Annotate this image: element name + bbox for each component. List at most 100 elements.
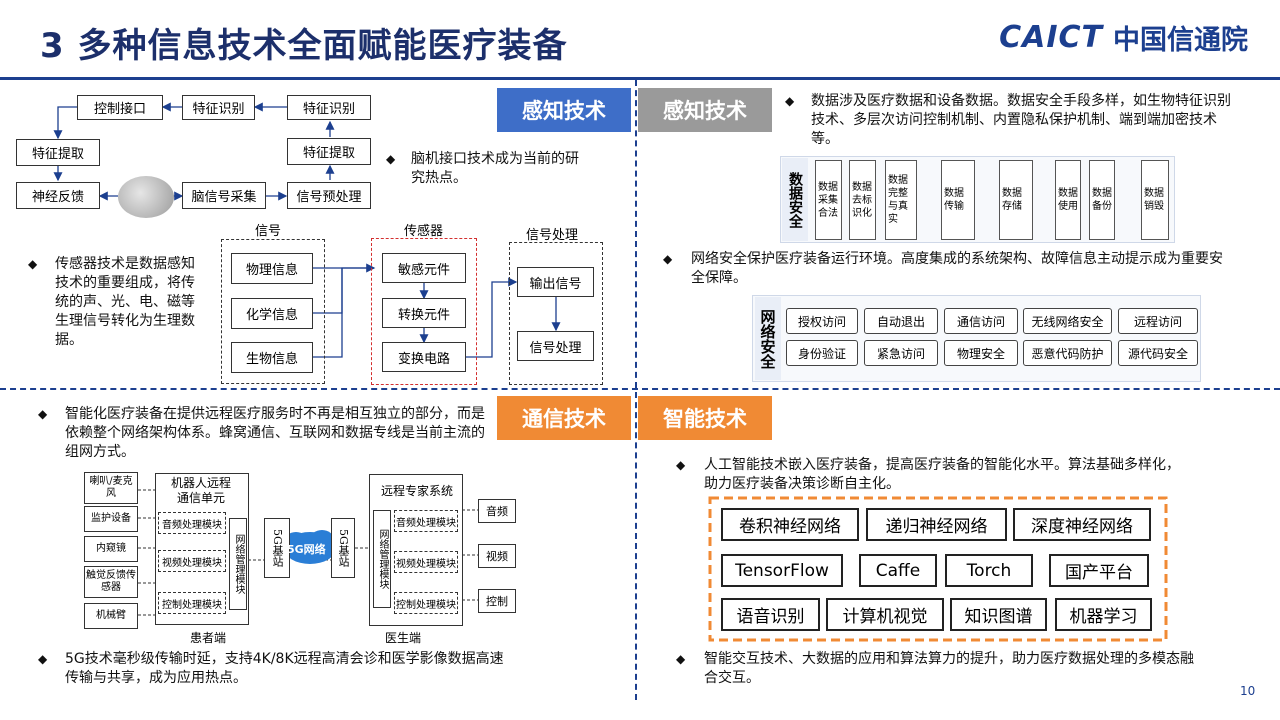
ai-note-top: 人工智能技术嵌入医疗装备，提高医疗装备的智能化水平。算法基础多样化，助力医疗装备… — [704, 457, 1180, 492]
device-box: 机械臂 — [84, 603, 138, 629]
net-security-note: 网络安全保护医疗装备运行环境。高度集成的系统架构、故障信息主动提示成为重要安全保… — [691, 251, 1223, 286]
bci-brain-signal: 脑信号采集 — [182, 182, 266, 209]
module-right: 控制处理模块 — [394, 592, 458, 614]
process-header: 信号处理 — [526, 228, 579, 243]
sensor-physical: 物理信息 — [231, 253, 313, 284]
bullet-icon: ◆ — [676, 652, 686, 666]
page-title: 3 多种信息技术全面赋能医疗装备 — [40, 26, 568, 66]
tag-sensing-gray: 感知技术 — [638, 88, 772, 132]
data-step: 数据存储 — [999, 160, 1033, 240]
comm-bullet-bottom: ◆ 5G技术毫秒级传输时延，支持4K/8K远程高清会诊和医学影像数据高速传输与共… — [38, 650, 513, 686]
data-step: 数据采集合法 — [815, 160, 842, 240]
device-box: 内窥镜 — [84, 536, 138, 562]
comm-bullet-top: ◆ 智能化医疗装备在提供远程医疗服务时不再是相互独立的部分，而是依赖整个网络架构… — [38, 405, 493, 460]
bci-bullet: ◆ 脑机接口技术成为当前的研究热点。 — [386, 150, 586, 186]
net-item: 身份验证 — [786, 340, 858, 366]
module-right: 视频处理模块 — [394, 551, 458, 573]
ai-torch: Torch — [945, 554, 1033, 587]
sensor-sensitive: 敏感元件 — [382, 253, 466, 283]
brain-icon — [118, 176, 174, 218]
bci-feature-recog-1: 特征识别 — [182, 95, 255, 120]
expert-title: 远程专家系统 — [380, 484, 453, 498]
net-item: 无线网络安全 — [1023, 308, 1112, 334]
bullet-icon: ◆ — [28, 257, 38, 271]
output-box: 音频 — [478, 499, 516, 523]
module-right: 音频处理模块 — [394, 510, 458, 532]
robot-title: 机器人远程通信单元 — [170, 476, 231, 505]
signal-group — [221, 239, 325, 384]
bullet-icon: ◆ — [38, 652, 48, 666]
logo-cn: 中国信通院 — [1113, 25, 1248, 56]
bci-feature-extract-right: 特征提取 — [287, 138, 371, 165]
net-mgmt-right: 网络管理模块 — [373, 510, 391, 608]
process-group — [509, 242, 603, 385]
net-item: 远程访问 — [1118, 308, 1198, 334]
base-station-left: 5G基站 — [264, 518, 290, 578]
cloud-label: 5G网络 — [287, 543, 326, 556]
ai-domestic: 国产平台 — [1049, 554, 1149, 587]
net-item: 授权访问 — [786, 308, 858, 334]
data-step: 数据去标识化 — [849, 160, 876, 240]
module-left: 音频处理模块 — [158, 512, 226, 534]
output-box: 视频 — [478, 544, 516, 568]
ai-note-bottom: 智能交互技术、大数据的应用和算法算力的提升，助力医疗数据处理的多模态融合交互。 — [704, 651, 1194, 686]
vertical-divider — [635, 80, 637, 700]
ai-bullet-top: ◆ 人工智能技术嵌入医疗装备，提高医疗装备的智能化水平。算法基础多样化，助力医疗… — [676, 456, 1196, 492]
net-item: 通信访问 — [944, 308, 1018, 334]
sensor-biological: 生物信息 — [231, 342, 313, 373]
net-item: 自动退出 — [864, 308, 938, 334]
bci-preprocess: 信号预处理 — [287, 182, 371, 209]
logo-en: CAICT — [999, 20, 1103, 55]
expert-system — [369, 474, 463, 626]
page-number: 10 — [1240, 684, 1256, 698]
output-box: 控制 — [478, 589, 516, 613]
sensor-header: 传感器 — [404, 224, 444, 239]
device-box: 触觉反馈传感器 — [84, 566, 138, 598]
module-left: 视频处理模块 — [158, 550, 226, 572]
comm-note-bottom: 5G技术毫秒级传输时延，支持4K/8K远程高清会诊和医学影像数据高速传输与共享，… — [65, 651, 504, 686]
ai-vision: 计算机视觉 — [826, 598, 944, 631]
bci-neural-feedback: 神经反馈 — [16, 182, 100, 209]
bullet-icon: ◆ — [676, 458, 686, 472]
module-left: 控制处理模块 — [158, 592, 226, 614]
data-step: 数据传输 — [941, 160, 975, 240]
ai-tensorflow: TensorFlow — [721, 554, 843, 587]
sensor-note: 传感器技术是数据感知技术的重要组成，将传统的声、光、电、磁等生理信号转化为生理数… — [55, 256, 195, 348]
base-station-right: 5G基站 — [331, 518, 355, 578]
bullet-icon: ◆ — [386, 152, 396, 166]
header-rule — [0, 77, 1280, 80]
tag-intelligence: 智能技术 — [638, 396, 772, 440]
ai-rnn: 递归神经网络 — [866, 508, 1007, 541]
bci-feature-extract-left: 特征提取 — [16, 139, 100, 166]
sensor-circuit: 变换电路 — [382, 342, 466, 372]
net-item: 源代码安全 — [1118, 340, 1198, 366]
data-security-note: 数据涉及医疗数据和设备数据。数据安全手段多样，如生物特征识别技术、多层次访问控制… — [811, 93, 1231, 147]
sensor-chemical: 化学信息 — [231, 298, 313, 329]
net-mgmt-left: 网络管理模块 — [229, 518, 247, 610]
bci-control-interface: 控制接口 — [77, 95, 163, 120]
data-step: 数据完整与真实 — [885, 160, 917, 240]
sensor-output: 输出信号 — [517, 267, 594, 297]
data-step: 数据销毁 — [1141, 160, 1169, 240]
ai-dnn: 深度神经网络 — [1013, 508, 1151, 541]
doctor-end-label: 医生端 — [385, 631, 422, 645]
ai-frame — [708, 496, 1168, 642]
ai-knowledge-graph: 知识图谱 — [950, 598, 1047, 631]
net-item: 恶意代码防护 — [1023, 340, 1112, 366]
bullet-icon: ◆ — [663, 252, 673, 266]
horizontal-divider — [0, 388, 1280, 390]
device-box: 喇叭/麦克风 — [84, 472, 138, 504]
data-step: 数据使用 — [1055, 160, 1081, 240]
net-item: 物理安全 — [944, 340, 1018, 366]
tag-sensing-blue: 感知技术 — [497, 88, 631, 132]
patient-end-label: 患者端 — [190, 631, 227, 645]
net-security-label: 网络安全 — [755, 297, 781, 380]
caict-logo: CAICT 中国信通院 — [999, 18, 1248, 57]
bullet-icon: ◆ — [38, 407, 48, 421]
sensor-group — [371, 238, 477, 385]
bullet-icon: ◆ — [785, 94, 795, 108]
comm-note-top: 智能化医疗装备在提供远程医疗服务时不再是相互独立的部分，而是依赖整个网络架构体系… — [65, 406, 485, 460]
robot-unit — [155, 473, 249, 625]
bci-feature-recog-2: 特征识别 — [287, 95, 371, 120]
ai-ml: 机器学习 — [1055, 598, 1152, 631]
